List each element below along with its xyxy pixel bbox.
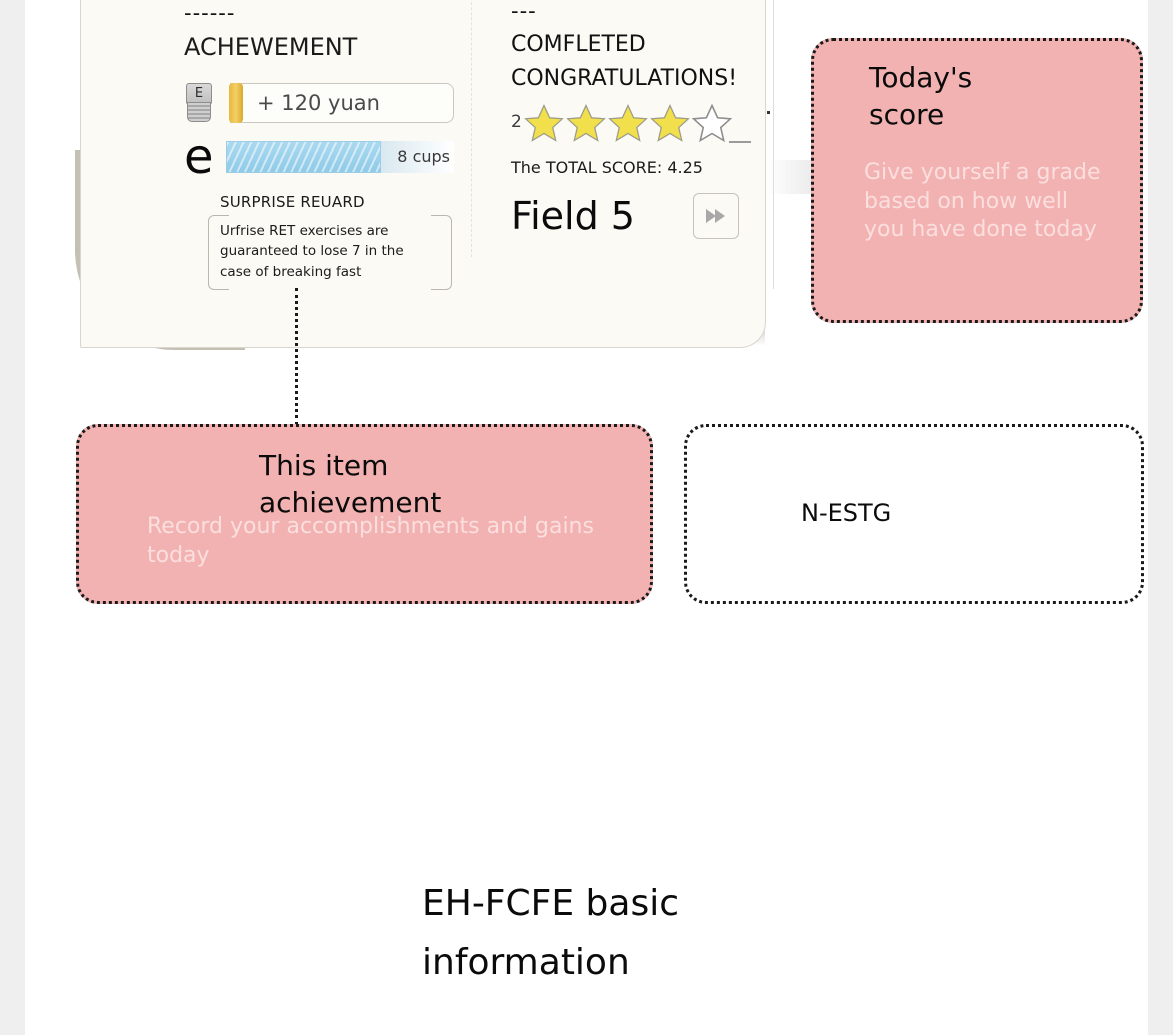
- coin-icon: [229, 83, 243, 123]
- achievement-title: ACHEWEMENT: [184, 33, 358, 61]
- page-sheet: ------ ACHEWEMENT E + 120 yuan e 8 cups: [25, 0, 1148, 1035]
- congratulations-text: COMFLETED CONGRATULATIONS!: [511, 32, 738, 92]
- surprise-reward-title: SURPRISE REUARD: [220, 193, 365, 211]
- callout-nestg[interactable]: N-ESTG: [684, 424, 1144, 604]
- note-side-right: [451, 233, 452, 272]
- bottom-caption: EH-FCFE basic information: [422, 883, 680, 984]
- surprise-reward-note: Urfrise RET exercises are guaranteed to …: [208, 215, 452, 290]
- money-amount-label: + 120 yuan: [257, 91, 380, 115]
- fast-forward-icon[interactable]: [692, 193, 739, 240]
- rating-number-label: 2: [511, 112, 522, 133]
- cups-letter-mark: e: [184, 129, 214, 185]
- connector-to-item-achievement: [295, 288, 298, 425]
- surprise-reward-text: Urfrise RET exercises are guaranteed to …: [220, 223, 404, 280]
- achievement-column: ------ ACHEWEMENT E + 120 yuan e 8 cups: [184, 3, 454, 290]
- star-rating[interactable]: 2: [511, 102, 766, 144]
- note-side-left: [208, 233, 209, 272]
- star-empty-icon[interactable]: [691, 102, 733, 144]
- callout-nestg-label: N-ESTG: [801, 499, 892, 527]
- achievement-dashes: ------: [184, 1, 236, 25]
- cups-progress-bar[interactable]: 8 cups: [226, 141, 454, 173]
- total-score-label: The TOTAL SCORE: 4.25: [511, 158, 703, 178]
- field-row: Field 5: [511, 193, 766, 240]
- small-dash-mark: [729, 141, 751, 143]
- page-gutter-left: [0, 0, 25, 1035]
- cups-progress-fill: [226, 141, 382, 173]
- tiny-dot-mark: [767, 111, 770, 114]
- star-filled-icon[interactable]: [649, 102, 691, 144]
- energy-badge-icon: E: [184, 83, 214, 123]
- callout-item-achievement-heading: This item achievement: [259, 449, 442, 520]
- star-filled-icon[interactable]: [607, 102, 649, 144]
- callout-item-achievement-description: Record your accomplishments and gains to…: [147, 514, 594, 568]
- note-corner-bl: [208, 268, 229, 290]
- note-corner-tl: [208, 215, 229, 236]
- cups-progress-tail: [381, 141, 454, 173]
- money-reward-row[interactable]: E + 120 yuan: [184, 83, 454, 123]
- callout-todays-score-heading: Today's score: [869, 61, 973, 132]
- star-filled-icon[interactable]: [565, 102, 607, 144]
- star-filled-icon[interactable]: [523, 102, 565, 144]
- completion-dashes: ---: [511, 0, 537, 23]
- card-divider-vertical: [471, 0, 472, 257]
- field-title: Field 5: [511, 194, 635, 239]
- page-gutter-right: [1148, 0, 1173, 1035]
- cups-count-label: 8 cups: [397, 147, 450, 166]
- energy-badge-body: [187, 102, 211, 122]
- card-edge-line: [773, 0, 774, 289]
- money-chip[interactable]: + 120 yuan: [229, 83, 454, 123]
- callout-todays-score[interactable]: Today's score Give yourself a grade base…: [811, 38, 1143, 323]
- callout-todays-score-description: Give yourself a grade based on how well …: [864, 160, 1101, 243]
- callout-item-achievement[interactable]: This item achievement Record your accomp…: [76, 424, 653, 604]
- achievement-card: ------ ACHEWEMENT E + 120 yuan e 8 cups: [80, 0, 774, 348]
- note-corner-br: [431, 268, 452, 290]
- cups-progress-row[interactable]: e 8 cups: [184, 129, 454, 185]
- note-corner-tr: [431, 215, 452, 236]
- completion-column: --- COMFLETED CONGRATULATIONS! 2: [511, 0, 766, 240]
- connector-to-todays-score: [767, 160, 815, 194]
